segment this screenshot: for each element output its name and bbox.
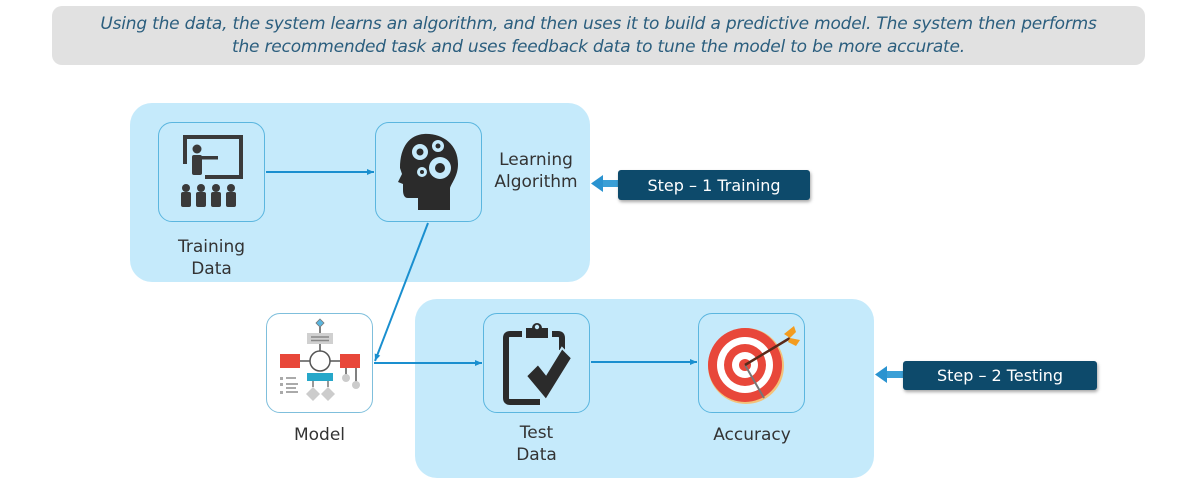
caption-text: Using the data, the system learns an alg… bbox=[100, 13, 1096, 59]
caption-line-2: the recommended task and uses feedback d… bbox=[232, 36, 965, 57]
training-data-node bbox=[158, 122, 265, 222]
step1-pointer-arrow bbox=[591, 175, 620, 192]
training-data-label: Training Data bbox=[177, 237, 246, 279]
step2-pointer-arrow bbox=[875, 366, 904, 383]
caption-box: Using the data, the system learns an alg… bbox=[52, 6, 1145, 65]
accuracy-label: Accuracy bbox=[713, 425, 791, 445]
target-arrow-icon bbox=[707, 326, 800, 404]
model-label: Model bbox=[293, 425, 346, 445]
arrow-algorithm-to-model bbox=[374, 222, 429, 362]
step1-training-badge: Step – 1 Training bbox=[618, 170, 810, 200]
model-node bbox=[266, 313, 373, 413]
test-data-node bbox=[483, 313, 590, 413]
brain-gears-icon bbox=[397, 133, 458, 210]
flowchart-model-icon bbox=[279, 318, 360, 401]
accuracy-node bbox=[698, 313, 805, 413]
test-data-label: Test Data bbox=[516, 423, 557, 465]
teacher-classroom-icon bbox=[180, 135, 243, 207]
clipboard-check-icon bbox=[502, 323, 572, 405]
learning-algorithm-node bbox=[375, 122, 482, 222]
caption-line-1: Using the data, the system learns an alg… bbox=[100, 13, 1097, 34]
learning-algorithm-label: Learning Algorithm bbox=[494, 150, 578, 192]
step2-testing-badge: Step – 2 Testing bbox=[903, 361, 1097, 390]
